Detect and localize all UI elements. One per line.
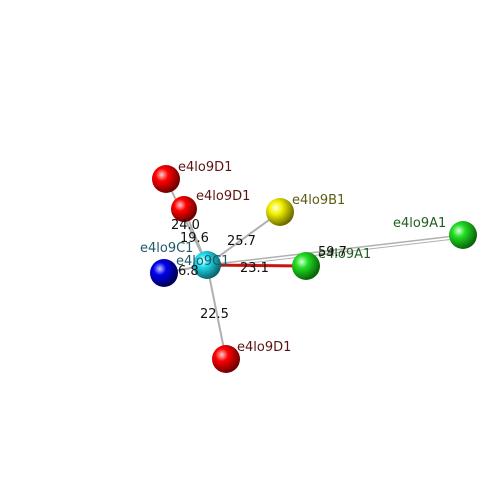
distance-labels: 24.0 19.6 25.7 6.8 23.1 59.7 22.5 xyxy=(171,218,347,322)
line-c1-a1near xyxy=(206,263,307,268)
distance-label-3: 25.7 xyxy=(227,234,256,249)
label-b1: e4lo9B1 xyxy=(292,193,345,208)
distance-label-4: 6.8 xyxy=(178,264,199,279)
label-d1a: e4lo9D1 xyxy=(178,160,232,175)
label-a1near: e4lo9A1 xyxy=(318,247,371,262)
line-c1-d1c xyxy=(206,264,227,360)
distance-label-6: 59.7 xyxy=(318,245,347,260)
atom-labels: e4lo9D1 e4lo9D1 e4lo9B1 e4lo9A1 e4lo9C1 … xyxy=(140,160,446,355)
label-a1far: e4lo9A1 xyxy=(393,216,446,231)
distance-label-1: 24.0 xyxy=(171,218,200,233)
label-c1: e4lo9C1 xyxy=(176,254,229,269)
distance-label-2: 19.6 xyxy=(180,231,209,246)
label-d1c: e4lo9D1 xyxy=(237,340,291,355)
distance-label-7: 22.5 xyxy=(200,307,229,322)
label-d1b: e4lo9D1 xyxy=(196,189,250,204)
distance-label-5: 23.1 xyxy=(240,261,269,276)
atom-c1[interactable] xyxy=(193,251,221,279)
atom-b1[interactable] xyxy=(266,198,294,226)
atom-a1near[interactable] xyxy=(292,252,320,280)
atom-a1far[interactable] xyxy=(449,221,477,249)
atom-d1b[interactable] xyxy=(171,196,197,222)
line-c1-a1far xyxy=(206,234,464,266)
atom-d1c[interactable] xyxy=(212,345,240,373)
line-c1-a1far-b xyxy=(206,237,464,269)
label-c1blue: e4lo9C1 xyxy=(140,241,193,256)
atom-c1blue[interactable] xyxy=(150,259,178,287)
atom-d1a[interactable] xyxy=(152,165,180,193)
line-c1-b1 xyxy=(206,211,281,266)
atoms xyxy=(150,165,477,373)
